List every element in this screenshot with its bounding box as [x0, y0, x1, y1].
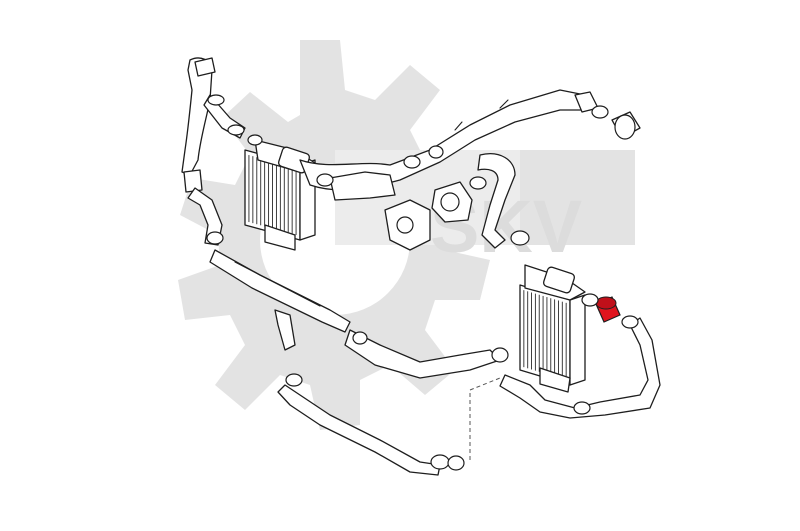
connector-dashed-line	[469, 377, 501, 460]
intercooler-hose-highlighted	[581, 293, 621, 323]
egr-valve	[384, 181, 473, 251]
elbow-hose	[469, 153, 530, 249]
boost-pipe-lower	[209, 249, 509, 379]
hose-left-vertical	[181, 57, 216, 193]
hose-left-lower	[187, 187, 224, 246]
intercooler-right	[519, 264, 586, 393]
intercooler-left	[244, 139, 319, 251]
hose-lower-right	[499, 315, 661, 419]
hose-upper-left	[203, 94, 263, 146]
turbo-hose-upper	[299, 89, 591, 201]
turbo-outlet-parts	[574, 91, 641, 140]
hose-lower-left-branch	[274, 309, 465, 476]
